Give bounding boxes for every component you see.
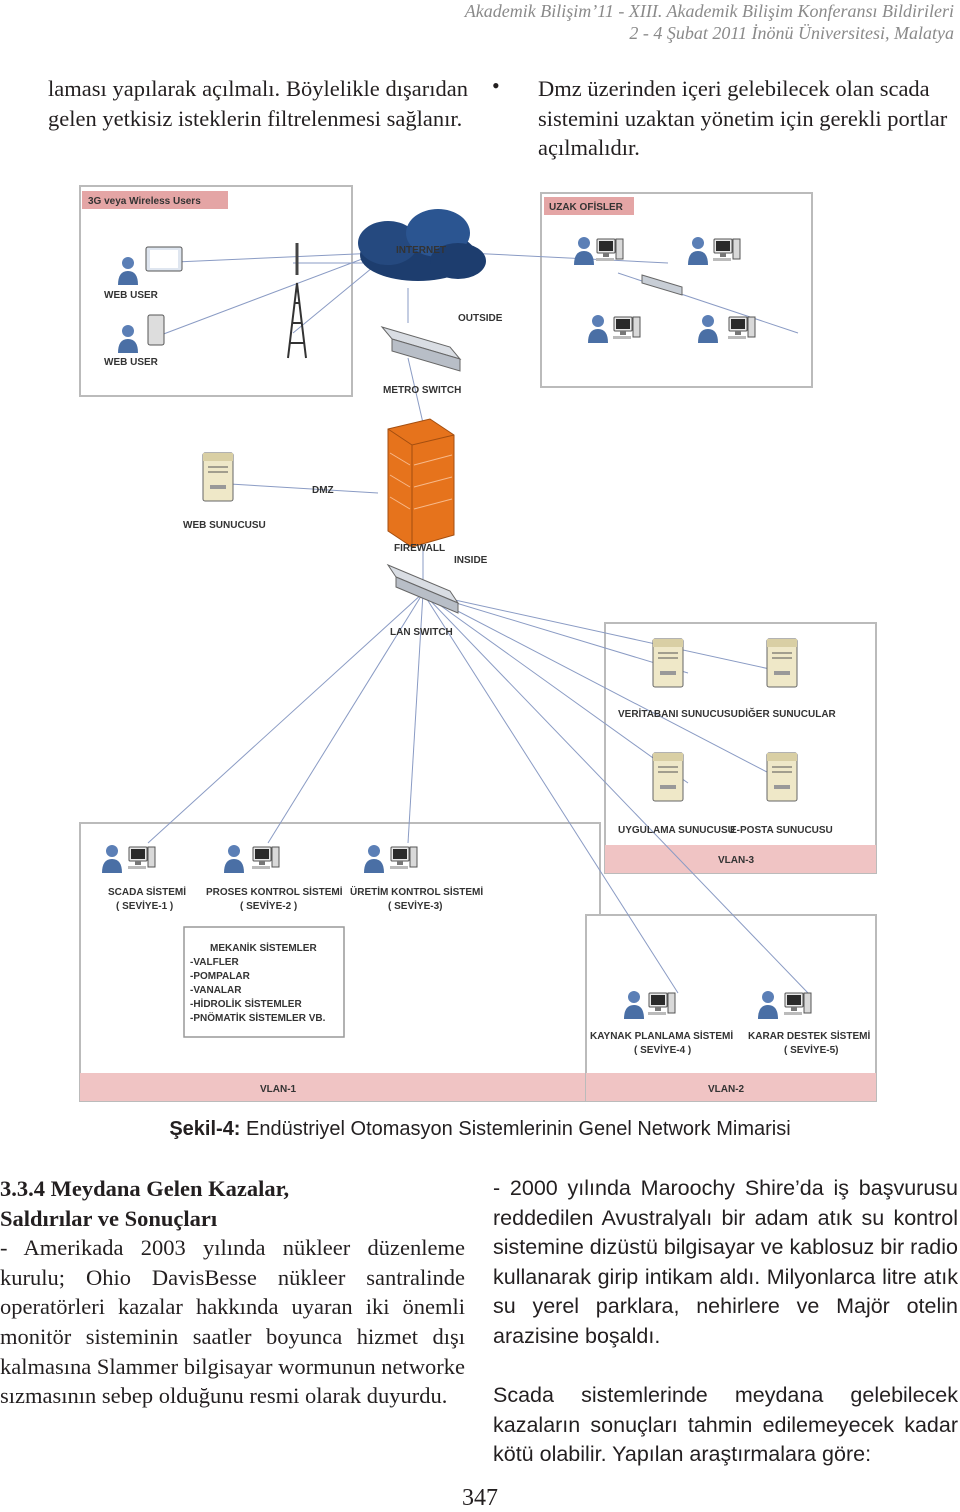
vlan1-label: VLAN-1: [260, 1084, 297, 1095]
network-diagram: 3G veya Wireless Users UZAK OFİSLER WEB …: [78, 183, 878, 1103]
section-title-line-1: 3.3.4 Meydana Gelen Kazalar,: [0, 1176, 290, 1201]
vlan3-label: VLAN-3: [718, 855, 755, 866]
running-header: Akademik Bilişim’11 - XIII. Akademik Bil…: [465, 0, 954, 44]
internet-cloud: [358, 209, 486, 281]
metro-switch-label: METRO SWITCH: [383, 385, 461, 396]
kaynak-level: ( SEVİYE-4 ): [634, 1043, 691, 1056]
left-body-paragraph: - Amerikada 2003 yılında nükleer düzenle…: [0, 1235, 465, 1409]
page-number: 347: [462, 1485, 498, 1511]
header-line-2: 2 - 4 Şubat 2011 İnönü Üniversitesi, Mal…: [629, 23, 954, 43]
figure-caption: Şekil-4: Endüstriyel Otomasyon Sistemler…: [0, 1116, 960, 1142]
app-server-label: UYGULAMA SUNUCUSU: [618, 825, 735, 836]
web-user-1-label: WEB USER: [104, 290, 159, 301]
header-line-1: Akademik Bilişim’11 - XIII. Akademik Bil…: [464, 1, 954, 21]
db-server-label: VERİTABANI SUNUCUSU: [618, 707, 738, 720]
vlan2-label: VLAN-2: [708, 1084, 745, 1095]
kaynak-label: KAYNAK PLANLAMA SİSTEMİ: [590, 1029, 733, 1042]
top-right-bullet-text: Dmz üzerinden içeri gelebilecek olan sca…: [538, 76, 948, 161]
inside-label: INSIDE: [454, 555, 488, 566]
mech-item-2: -POMPALAR: [190, 971, 251, 982]
scada-level: ( SEVİYE-1 ): [116, 899, 173, 912]
zone-remote-label: UZAK OFİSLER: [549, 200, 624, 213]
other-servers-label: DİĞER SUNUCULAR: [738, 707, 837, 720]
caption-text: Endüstriyel Otomasyon Sistemlerinin Gene…: [240, 1118, 791, 1140]
section-title-line-2: Saldırılar ve Sonuçları: [0, 1205, 218, 1231]
firewall-icon: [387, 418, 455, 548]
uretim-level: ( SEVİYE-3): [388, 899, 442, 912]
mech-item-5: -PNÖMATİK SİSTEMLER VB.: [190, 1011, 326, 1024]
mech-item-3: -VANALAR: [190, 985, 242, 996]
caption-label: Şekil-4:: [169, 1118, 241, 1140]
right-body-paragraph-2: Scada sistemlerinde meydana gelebilecek …: [493, 1383, 958, 1467]
top-left-paragraph: laması yapılarak açılmalı. Böylelikle dı…: [48, 76, 468, 131]
firewall-label: FIREWALL: [394, 543, 445, 554]
scada-label: SCADA SİSTEMİ: [108, 885, 186, 898]
karar-level: ( SEVİYE-5): [784, 1043, 838, 1056]
mech-item-4: -HİDROLİK SİSTEMLER: [190, 997, 302, 1010]
internet-label: INTERNET: [396, 245, 446, 256]
mech-item-1: -VALFLER: [190, 957, 239, 968]
karar-label: KARAR DESTEK SİSTEMİ: [748, 1029, 870, 1042]
mech-title: MEKANİK SİSTEMLER: [210, 941, 317, 954]
dmz-label: DMZ: [312, 485, 334, 496]
left-column: 3.3.4 Meydana Gelen Kazalar, Saldırılar …: [0, 1174, 465, 1411]
right-body-paragraph-1: - 2000 yılında Maroochy Shire’da iş başv…: [493, 1176, 958, 1348]
web-server-label: WEB SUNUCUSU: [183, 520, 266, 531]
zone-3g-label: 3G veya Wireless Users: [88, 196, 201, 207]
email-server-label: E-POSTA SUNUCUSU: [730, 825, 833, 836]
outside-label: OUTSIDE: [458, 313, 503, 324]
bullet-marker: •: [492, 73, 500, 98]
proses-level: ( SEVİYE-2 ): [240, 899, 297, 912]
right-column: - 2000 yılında Maroochy Shire’da iş başv…: [493, 1174, 958, 1470]
lan-switch-label: LAN SWITCH: [390, 627, 453, 638]
uretim-label: ÜRETİM KONTROL SİSTEMİ: [350, 885, 483, 898]
web-user-2-label: WEB USER: [104, 357, 159, 368]
proses-label: PROSES KONTROL SİSTEMİ: [206, 885, 343, 898]
